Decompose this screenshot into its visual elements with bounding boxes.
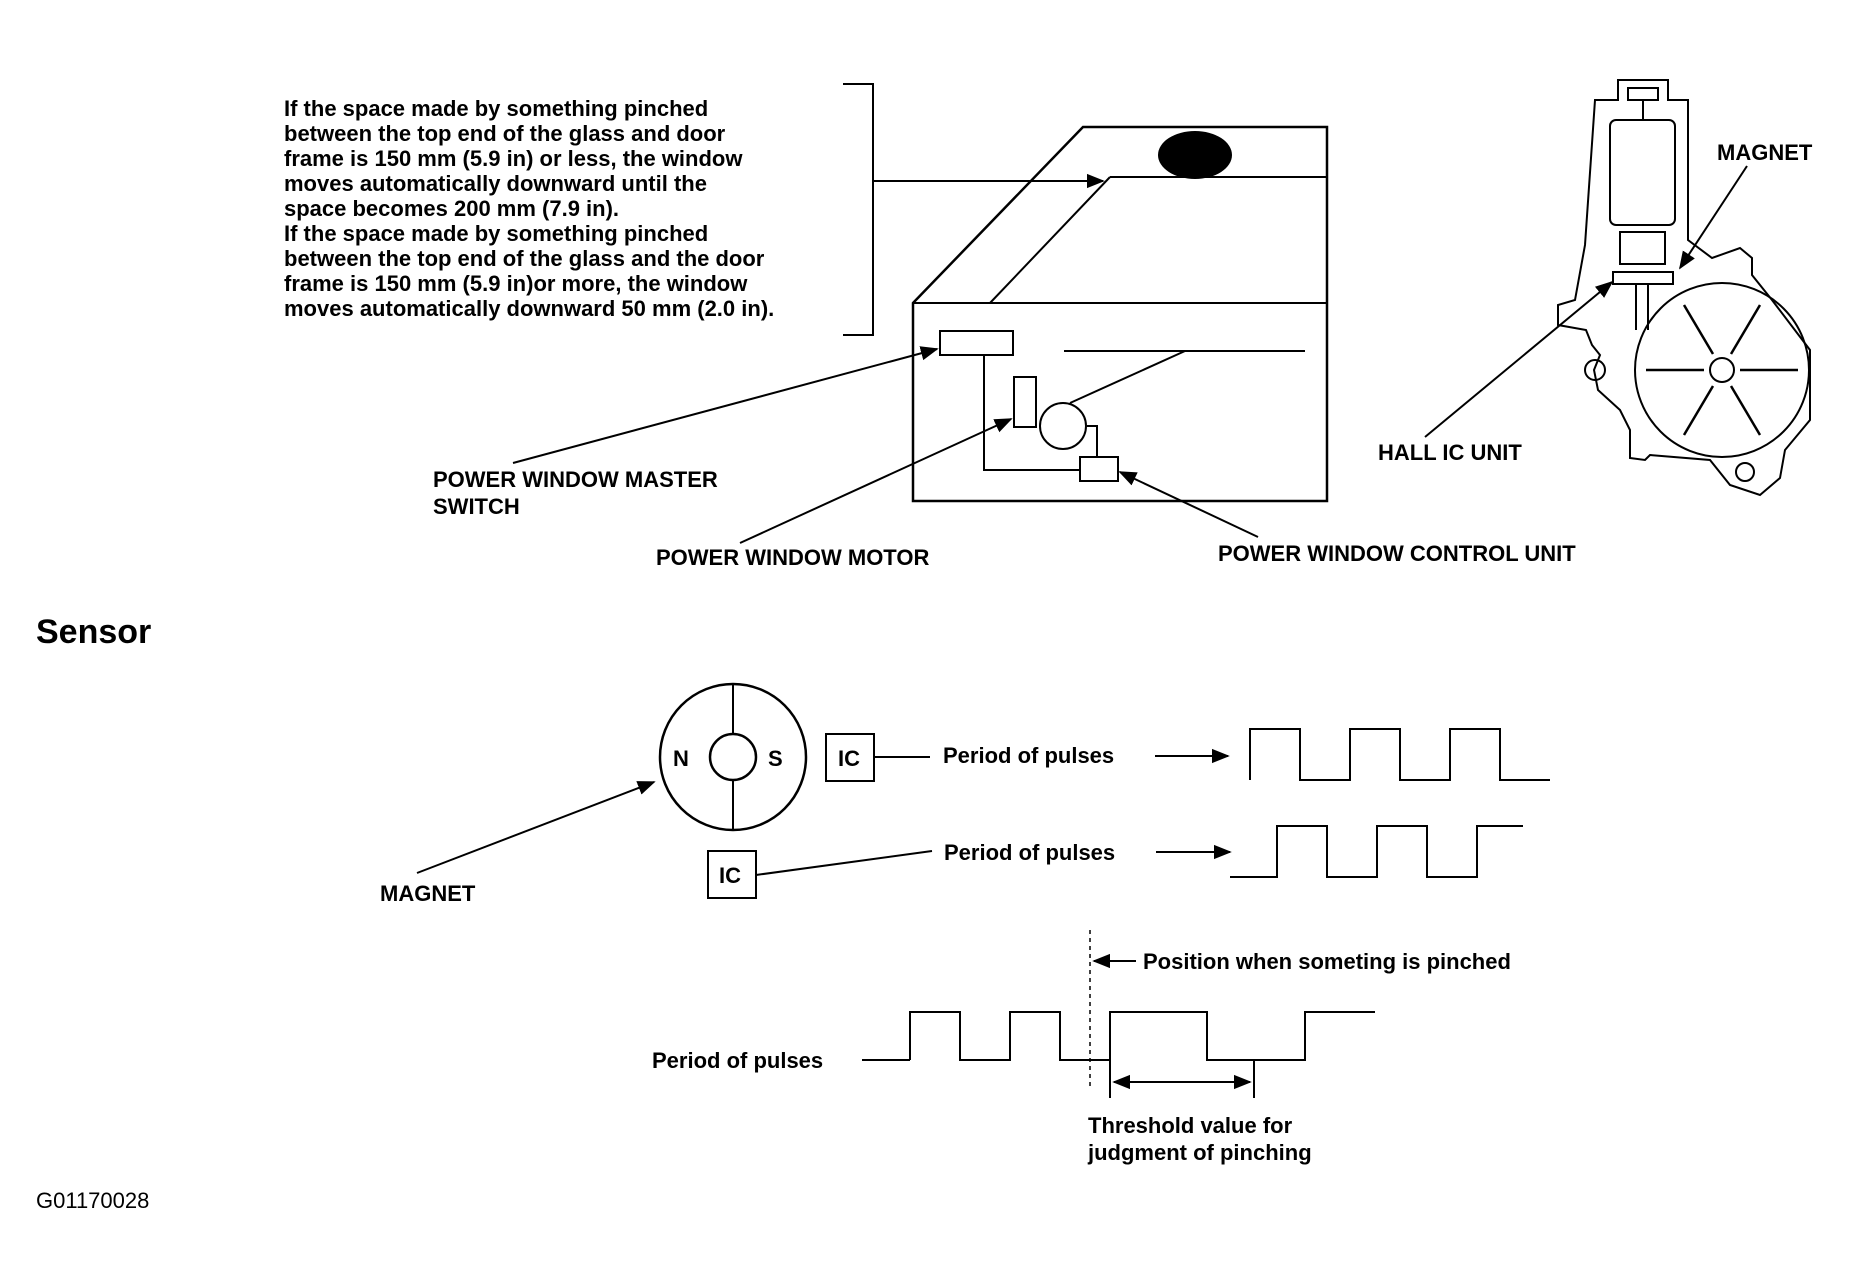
control-unit-leader — [1118, 471, 1259, 538]
pulse-wave-1 — [1249, 728, 1550, 781]
threshold-label-1: Threshold value for — [1088, 1113, 1293, 1138]
ic-chip-1-label: IC — [838, 746, 860, 771]
gear-spokes — [1646, 304, 1798, 436]
motor-armature — [1609, 119, 1676, 226]
motor-top-cap — [1627, 87, 1659, 101]
note-line-8: frame is 150 mm (5.9 in)or more, the win… — [284, 271, 748, 296]
control-unit-label: POWER WINDOW CONTROL UNIT — [1218, 541, 1576, 566]
pinch-position-label: Position when someting is pinched — [1143, 949, 1511, 974]
ic-chip-2-label: IC — [719, 863, 741, 888]
note-line-2: between the top end of the glass and doo… — [284, 121, 726, 146]
motor-housing — [1557, 79, 1811, 497]
pulse-label-1: Period of pulses — [943, 743, 1114, 768]
pinched-object — [1158, 131, 1232, 179]
glass-edge — [989, 176, 1111, 304]
harness-wire — [983, 355, 1080, 471]
door-outline — [911, 125, 1329, 503]
note-bracket — [843, 83, 874, 336]
motor-wire — [1087, 425, 1098, 457]
note-line-3: frame is 150 mm (5.9 in) or less, the wi… — [284, 146, 743, 171]
master-switch-label-1: POWER WINDOW MASTER — [433, 467, 718, 492]
pinch-note: If the space made by something pinched b… — [284, 83, 1105, 336]
motor-commutator — [1619, 231, 1666, 265]
bottom-mount-hole — [1735, 462, 1755, 482]
sensor-magnet-leader — [416, 781, 656, 874]
pulse-wave-pinched — [909, 1011, 1375, 1061]
hall-ic-leader — [1424, 280, 1614, 438]
note-line-1: If the space made by something pinched — [284, 96, 708, 121]
pole-n-label: N — [673, 746, 689, 771]
hall-ic-label: HALL IC UNIT — [1378, 440, 1522, 465]
shaft-magnet-ring — [1612, 271, 1674, 285]
note-line-5: space becomes 200 mm (7.9 in). — [284, 196, 619, 221]
magnet-inner-ring — [708, 732, 758, 782]
note-line-6: If the space made by something pinched — [284, 221, 708, 246]
master-switch-leader — [512, 346, 939, 464]
motor-body — [1013, 376, 1037, 428]
pulse-label-3: Period of pulses — [652, 1048, 823, 1073]
threshold-label-2: judgment of pinching — [1087, 1140, 1312, 1165]
pulse-wave-2 — [1230, 825, 1523, 878]
mount-hole — [1584, 359, 1606, 381]
note-line-9: moves automatically downward 50 mm (2.0 … — [284, 296, 774, 321]
sensor-heading: Sensor — [36, 613, 151, 651]
magnet-leader — [1679, 165, 1748, 270]
note-line-4: moves automatically downward until the — [284, 171, 707, 196]
motor-leader — [739, 418, 1013, 544]
control-unit-box — [1079, 456, 1119, 482]
ic-2-lead — [755, 850, 933, 876]
sensor-magnet-label: MAGNET — [380, 881, 476, 906]
pole-s-label: S — [768, 746, 783, 771]
motor-assembly-illustration — [1557, 79, 1811, 497]
gear-hub — [1709, 357, 1735, 383]
note-line-7: between the top end of the glass and the… — [284, 246, 765, 271]
master-switch-label-2: SWITCH — [433, 494, 520, 519]
figure-code: G01170028 — [36, 1188, 149, 1213]
magnet-label: MAGNET — [1717, 140, 1813, 165]
magnet-ring: N S — [658, 682, 808, 832]
motor-label: POWER WINDOW MOTOR — [656, 545, 929, 570]
motor-gear — [1039, 402, 1087, 450]
door-illustration — [911, 125, 1329, 503]
worm-gear — [1634, 282, 1810, 458]
regulator-arm — [1069, 350, 1186, 404]
pulse-label-2: Period of pulses — [944, 840, 1115, 865]
master-switch-box — [939, 330, 1014, 356]
